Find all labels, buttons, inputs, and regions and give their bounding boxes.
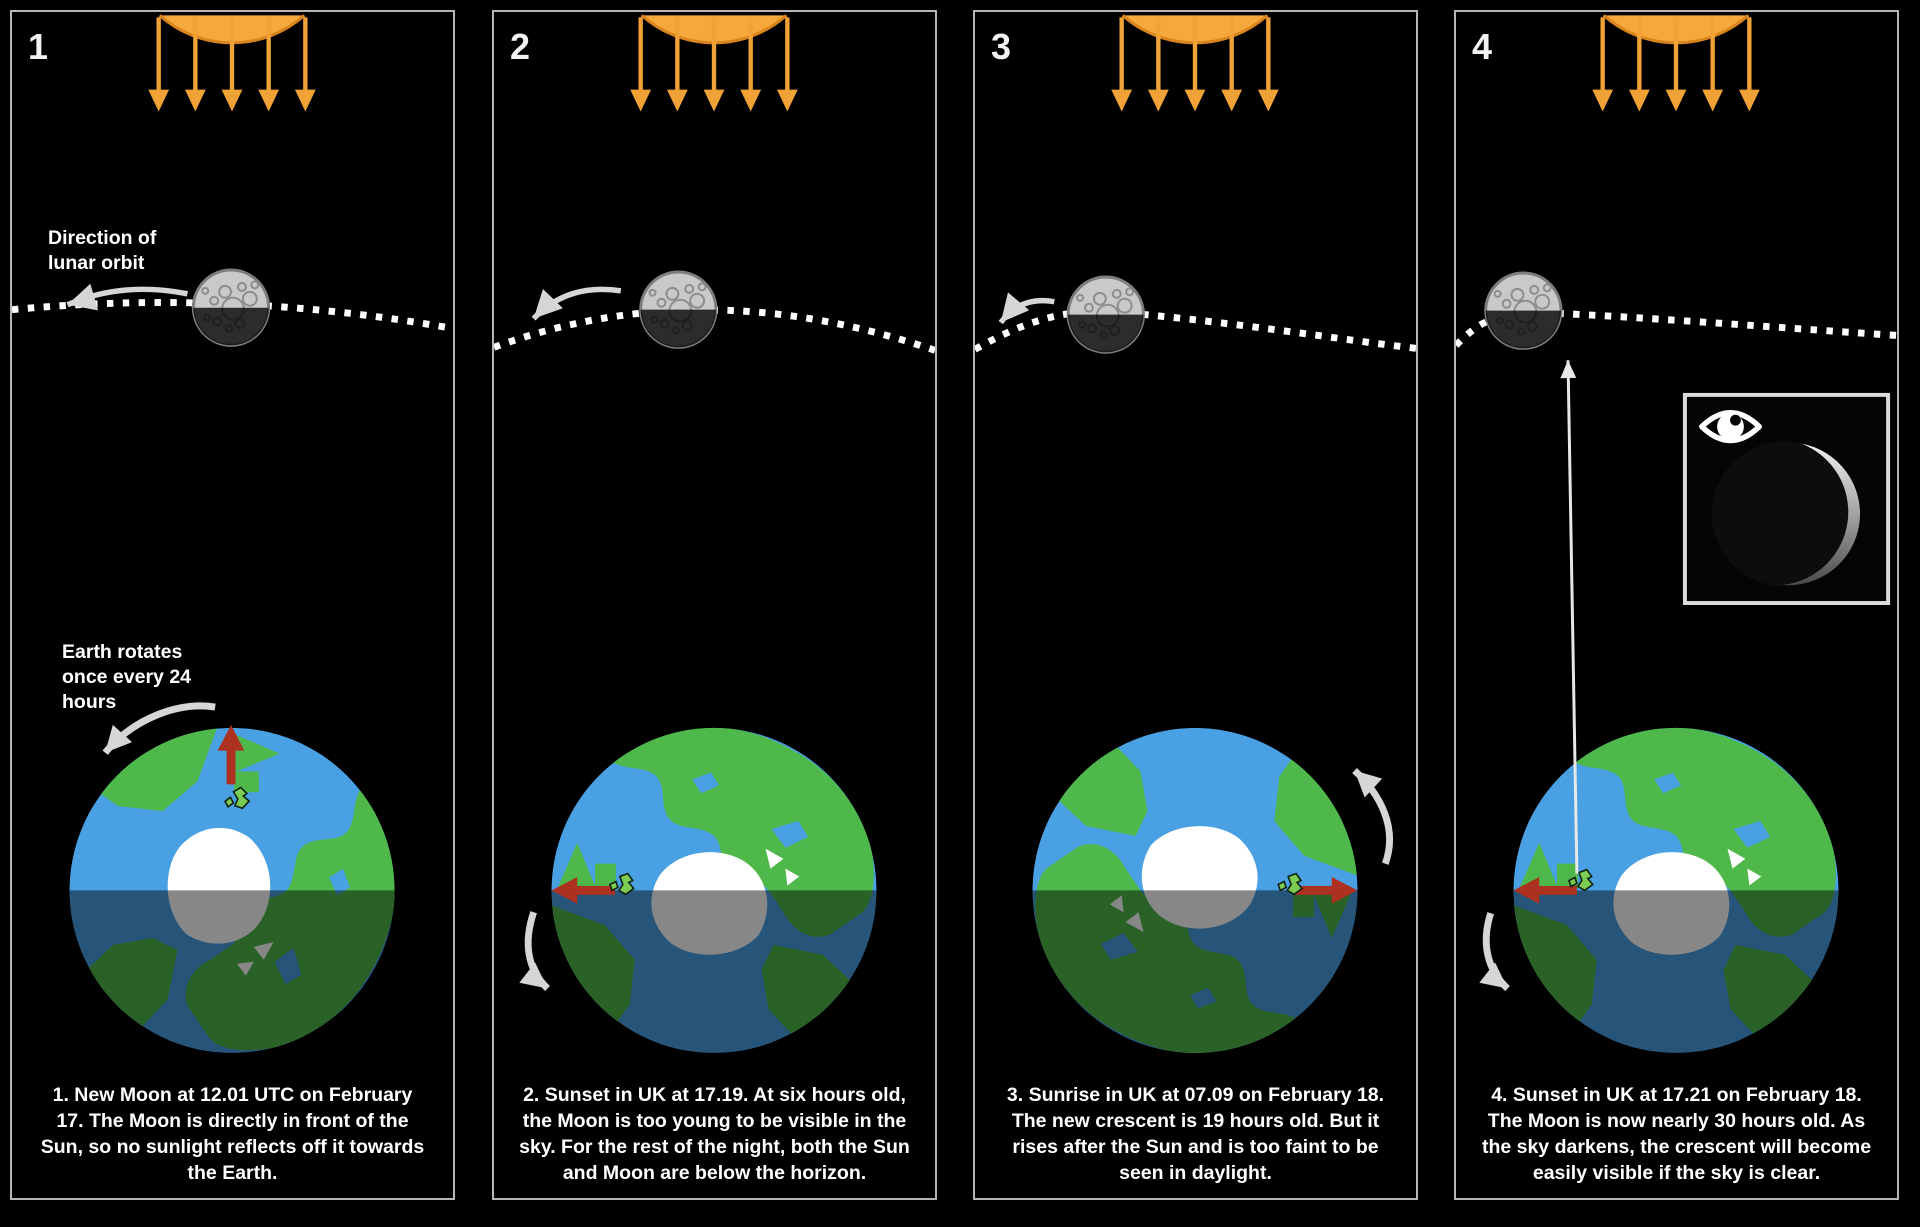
earth-icon: [551, 727, 877, 1053]
sunlight-ray-icon: [1628, 17, 1650, 112]
arrowhead-icon: [519, 962, 548, 989]
sunset-red-arrow: [551, 877, 615, 904]
sunlight-ray-icon: [221, 17, 243, 112]
sunlight-ray-icon: [666, 17, 688, 112]
sunlight-ray-icon: [184, 17, 206, 112]
lunar-orbit-label: Direction of lunar orbit: [48, 227, 157, 274]
panel-number: 1: [28, 26, 50, 67]
panel-number: 3: [991, 26, 1013, 67]
lunar-orbit-path: [1456, 308, 1897, 348]
arrowhead-icon: [1479, 962, 1508, 989]
sunlight-ray-icon: [1738, 17, 1760, 112]
caption: 4. Sunset in UK at 17.21 on February 18.…: [1481, 1084, 1872, 1184]
sunlight-ray-icon: [776, 17, 798, 112]
arrowhead-icon: [1000, 292, 1030, 323]
sunlight-ray-icon: [294, 17, 316, 112]
sunrise-red-arrow: [1294, 877, 1358, 904]
earth-icon: [1513, 727, 1839, 1053]
lunar-orbit-direction-arrow: [66, 283, 188, 311]
scene-canvas: [1456, 14, 1897, 1053]
sunlight-ray-icon: [148, 17, 170, 112]
arrowhead-icon: [1354, 770, 1383, 798]
earth-rotation-arrow: [519, 911, 550, 992]
zenith-red-arrow: [217, 724, 245, 785]
arrowhead-icon: [533, 288, 563, 319]
earth-night-shadow: [69, 890, 395, 1053]
caption: 3. Sunrise in UK at 07.09 on February 18…: [1006, 1084, 1385, 1184]
moon-icon: [1066, 275, 1145, 354]
caption: 1. New Moon at 12.01 UTC on February 17.…: [40, 1084, 425, 1184]
panel-number: 4: [1472, 26, 1494, 67]
uk-icon: [1277, 872, 1304, 896]
sun-icon: [630, 14, 798, 112]
scene-canvas: [975, 14, 1416, 1053]
sunset-red-arrow: [1513, 877, 1577, 904]
earth-rotation-arrow: [1479, 912, 1510, 992]
arrowhead-icon: [67, 283, 98, 311]
moon-icon: [639, 270, 718, 349]
earth-rotation-arrow: [102, 702, 216, 755]
caption: 2. Sunset in UK at 17.19. At six hours o…: [519, 1084, 910, 1184]
sun-icon: [1111, 14, 1279, 112]
earth-night-shadow: [1513, 890, 1839, 1053]
lunar-orbit-path: [12, 299, 453, 332]
lunar-orbit-direction-arrow: [531, 286, 622, 321]
lunar-orbit-path: [494, 306, 935, 354]
panel-4: 4 4. Sunset in UK at 17.21 on February 18…: [1454, 10, 1899, 1200]
eye-icon: [1699, 410, 1762, 444]
uk-icon: [608, 872, 635, 896]
crescent-moon-photo: [1782, 443, 1861, 586]
scene-canvas: [494, 14, 935, 1053]
arrowhead-icon: [105, 724, 132, 753]
sunlight-ray-icon: [1147, 17, 1169, 112]
sunlight-ray-icon: [1665, 17, 1687, 112]
earth-rotation-label: Earth rotates once every 24 hours: [62, 641, 192, 713]
sunlight-ray-icon: [1257, 17, 1279, 112]
sunlight-ray-icon: [258, 17, 280, 112]
moon-icon: [191, 268, 271, 347]
sunlight-ray-icon: [630, 17, 652, 112]
panel-number: 2: [510, 26, 532, 67]
earth-rotation-arrow: [1352, 767, 1393, 865]
eye-box: [1682, 392, 1891, 605]
sunlight-ray-icon: [703, 17, 725, 112]
dark-moon-disc: [1711, 441, 1857, 587]
sun-icon: [1592, 14, 1760, 112]
sight-line-arrow: [1560, 360, 1579, 874]
sun-icon: [148, 14, 316, 112]
sunlight-ray-icon: [1702, 17, 1724, 112]
moon-icon: [1484, 271, 1563, 350]
arrowhead-icon: [1560, 360, 1577, 379]
earth-night-shadow: [1032, 890, 1358, 1053]
scene-canvas: [12, 14, 453, 1053]
earth-night-shadow: [551, 890, 877, 1053]
earth-icon: [1032, 727, 1358, 1053]
panel-2: 2 2. Sunset in UK at 17.19. At six hours …: [492, 10, 937, 1200]
sunlight-ray-icon: [1221, 17, 1243, 112]
uk-icon: [1568, 868, 1594, 892]
sunlight-ray-icon: [1111, 17, 1133, 112]
sunlight-ray-icon: [1184, 17, 1206, 112]
earth-map: [1035, 734, 1358, 1053]
earth-icon: [69, 727, 395, 1053]
sunlight-ray-icon: [740, 17, 762, 112]
uk-icon: [224, 786, 251, 810]
lunar-orbit-direction-arrow: [998, 292, 1055, 325]
panel-3: 3 3. Sunrise in UK at 07.09 on February 1…: [973, 10, 1418, 1200]
lunar-orbit-path: [975, 308, 1416, 353]
sunlight-ray-icon: [1592, 17, 1614, 112]
